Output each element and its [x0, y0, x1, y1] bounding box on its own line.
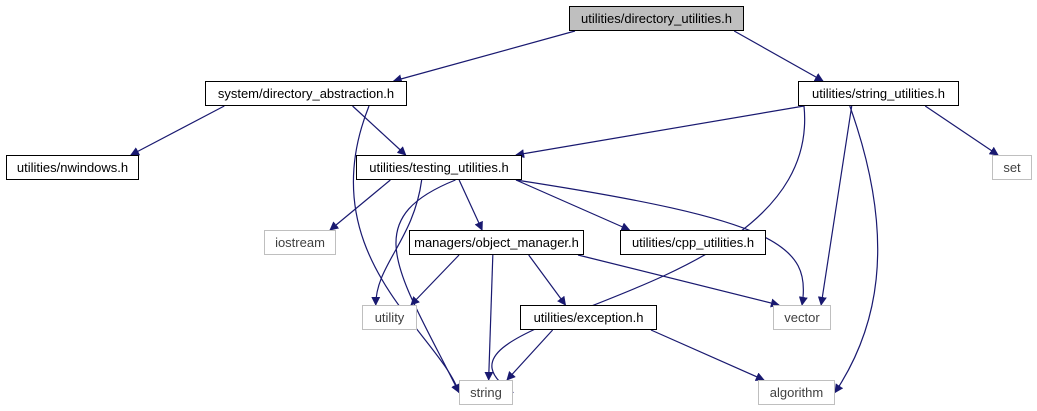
edge-string-utilities-to-set — [924, 105, 999, 156]
node-object-manager[interactable]: managers/object_manager.h — [409, 230, 584, 255]
edge-exception-to-string — [506, 329, 554, 381]
edge-testing-utilities-to-object-manager — [458, 179, 483, 231]
edge-object-manager-to-utility — [410, 254, 460, 306]
edge-testing-utilities-to-iostream — [329, 179, 391, 231]
node-iostream[interactable]: iostream — [264, 230, 336, 255]
node-string-utilities[interactable]: utilities/string_utilities.h — [798, 81, 959, 106]
edge-object-manager-to-string — [484, 254, 494, 381]
edge-string-utilities-to-vector — [817, 105, 853, 306]
node-testing-utilities[interactable]: utilities/testing_utilities.h — [356, 155, 522, 180]
node-set[interactable]: set — [992, 155, 1032, 180]
edge-directory-utilities-to-string-utilities — [733, 30, 824, 82]
node-directory-abstraction[interactable]: system/directory_abstraction.h — [205, 81, 407, 106]
node-directory-utilities[interactable]: utilities/directory_utilities.h — [569, 6, 744, 31]
edge-testing-utilities-to-string — [395, 179, 460, 394]
edge-string-utilities-to-testing-utilities — [515, 105, 805, 159]
edge-directory-utilities-to-directory-abstraction — [392, 30, 576, 84]
node-vector[interactable]: vector — [773, 305, 831, 330]
edge-testing-utilities-to-utility — [371, 179, 423, 306]
edge-testing-utilities-to-cpp-utilities — [515, 179, 631, 231]
edge-directory-abstraction-to-nwindows — [130, 105, 225, 156]
edge-string-utilities-to-algorithm — [834, 105, 879, 394]
edge-exception-to-algorithm — [650, 329, 765, 381]
node-string[interactable]: string — [459, 380, 513, 405]
edge-string-utilities-to-string — [491, 105, 806, 394]
node-nwindows[interactable]: utilities/nwindows.h — [6, 155, 139, 180]
edge-directory-abstraction-to-testing-utilities — [352, 105, 407, 156]
node-algorithm[interactable]: algorithm — [758, 380, 835, 405]
node-cpp-utilities[interactable]: utilities/cpp_utilities.h — [620, 230, 766, 255]
node-exception[interactable]: utilities/exception.h — [520, 305, 657, 330]
edge-object-manager-to-vector — [577, 254, 780, 308]
node-utility[interactable]: utility — [362, 305, 417, 330]
edge-object-manager-to-exception — [528, 254, 567, 306]
